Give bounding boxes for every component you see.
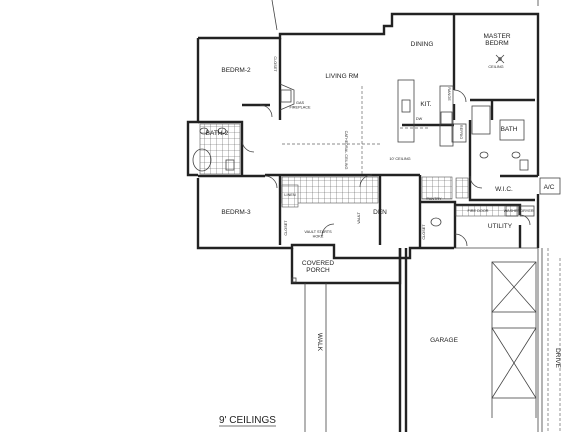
garage-door-lower	[491, 327, 537, 399]
note-ceiling-fan: CEILING	[488, 65, 503, 69]
kitchen-tile	[455, 177, 469, 199]
note-dw: DW	[416, 117, 423, 121]
bathtub-bath2	[192, 148, 212, 172]
label-porch-2: PORCH	[306, 267, 330, 274]
note-fireplace-1: GAS	[296, 101, 304, 105]
label-den: DEN	[373, 209, 387, 216]
label-wic: W.I.C.	[495, 186, 513, 193]
toilet-bath2	[225, 159, 235, 171]
note-closet-3: CLOSET	[422, 224, 426, 240]
garage-door-upper	[491, 261, 537, 313]
washer	[505, 205, 519, 217]
label-bedroom3: BEDRM-3	[221, 209, 251, 216]
note-closet-2: CLOSET	[284, 220, 288, 236]
label-living: LIVING RM	[325, 73, 358, 80]
note-vault-hoke-2: HOKE	[313, 235, 324, 239]
hall-tile	[281, 184, 299, 208]
range	[440, 111, 453, 125]
label-walk: WALK	[316, 333, 323, 352]
note-range: RANGE	[447, 87, 451, 101]
note-dryer: DRYER	[520, 209, 533, 213]
note-cathedral: CATHEDRAL CEILING	[344, 131, 348, 170]
kitchen-island	[397, 79, 415, 143]
label-drive: DRIVE	[554, 348, 561, 369]
lav-master	[479, 151, 489, 159]
label-bedroom2: BEDRM-2	[221, 67, 251, 74]
kitchen-counter	[439, 85, 454, 147]
label-ac: A/C	[544, 184, 555, 191]
water-heater	[430, 217, 442, 227]
label-kitchen: KIT.	[420, 101, 431, 108]
property-line	[271, 0, 539, 31]
note-vault: VAULT	[357, 211, 361, 223]
walk-path	[304, 283, 327, 432]
garage-wall-right	[454, 247, 543, 432]
lav-bath2	[199, 127, 209, 135]
tub-master	[499, 119, 525, 141]
ceilings-note: 9' CEILINGS	[219, 415, 276, 426]
exterior-wall	[186, 12, 540, 260]
label-master-2: BEDRM	[485, 40, 508, 47]
label-bath: BATH	[501, 126, 518, 133]
lav-bath2-b	[217, 127, 227, 135]
label-bath2: BATH-2	[206, 130, 229, 137]
label-utility: UTILITY	[488, 223, 513, 230]
note-vault-hoke-1: VAULT STARTS	[304, 230, 332, 234]
lav-master-b	[511, 151, 521, 159]
shower-master	[471, 105, 491, 135]
interior-walls	[198, 14, 538, 248]
label-dining: DINING	[411, 41, 434, 48]
note-fire-door: FIRE DOOR	[467, 209, 488, 213]
note-linen: LINEN	[284, 193, 295, 197]
dryer	[519, 205, 535, 217]
ac-unit	[539, 177, 561, 195]
fireplace-hearth	[280, 89, 292, 103]
note-ceiling10: 10' CEILING	[389, 157, 410, 161]
garage-wall	[398, 248, 408, 432]
label-porch-1: COVERED	[302, 260, 334, 267]
label-master-1: MASTER	[483, 33, 510, 40]
drive-line	[547, 248, 561, 432]
note-refrig: REFRIG	[459, 125, 463, 139]
island-sink	[401, 99, 411, 113]
ceiling-fan-icon	[495, 54, 505, 64]
note-fireplace-2: FIREPLACE	[289, 106, 311, 110]
label-garage: GARAGE	[430, 337, 458, 344]
label-pantry: PANTRY	[426, 197, 442, 201]
door-swings	[241, 89, 531, 247]
porch-post	[291, 277, 297, 283]
pantry-tile	[421, 176, 453, 200]
refrigerator	[451, 123, 467, 143]
fireplace	[279, 83, 295, 111]
note-washer: WASHER	[504, 209, 521, 213]
garage-door-track	[491, 312, 537, 418]
toilet-master	[519, 159, 529, 171]
note-closet-1: CLOSET	[273, 56, 277, 72]
ceiling-dash	[282, 86, 430, 174]
